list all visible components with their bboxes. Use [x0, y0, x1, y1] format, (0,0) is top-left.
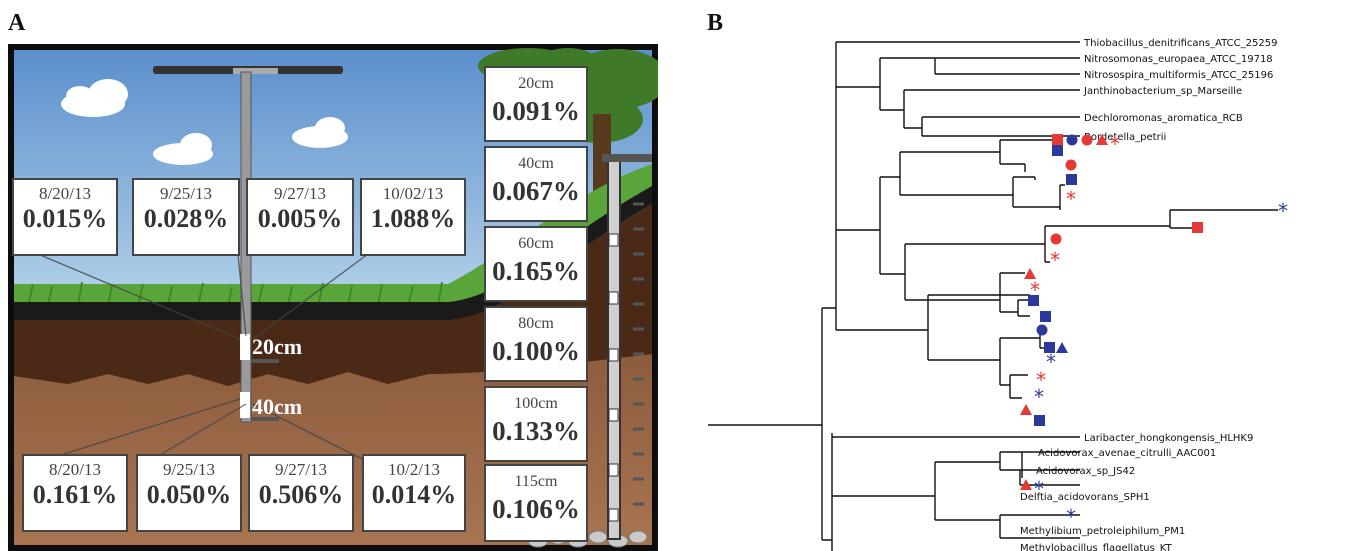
sample-date: 9/27/13: [275, 460, 327, 479]
taxon-label: Nitrosospira_multiformis_ATCC_25196: [1084, 70, 1273, 81]
depth-box: 60cm 0.165%: [484, 226, 588, 302]
sample-date: 10/2/13: [388, 460, 440, 479]
square-icon: [1066, 174, 1077, 185]
panel-a-label: A: [8, 10, 26, 36]
asterisk-icon: *: [1030, 278, 1040, 302]
taxon-label: Bordetella_petrii: [1084, 132, 1166, 143]
depth-label: 80cm: [518, 315, 554, 332]
depth-value: 0.091%: [492, 96, 580, 126]
surface-sample-box: 9/25/13 0.028%: [132, 178, 240, 256]
probe-depth-label: 20cm: [252, 334, 303, 359]
tree-branches: [708, 41, 1278, 551]
taxon-label: Janthinobacterium_sp_Marseille: [1083, 86, 1242, 97]
square-icon: [1192, 222, 1203, 233]
triangle-icon: [1020, 404, 1032, 415]
taxon-label: Nitrosomonas_europaea_ATCC_19718: [1084, 54, 1273, 65]
sample-value: 0.050%: [146, 480, 232, 509]
asterisk-icon: *: [1034, 385, 1044, 409]
sample-date: 9/27/13: [274, 184, 326, 203]
depth-value: 0.100%: [492, 336, 580, 366]
sample-date: 8/20/13: [49, 460, 101, 479]
sample-value: 0.506%: [258, 480, 344, 509]
deep-sample-box: 9/25/13 0.050%: [136, 454, 242, 532]
sample-value: 0.161%: [32, 480, 118, 509]
circle-icon: [1036, 324, 1048, 336]
asterisk-icon: *: [1050, 248, 1060, 272]
square-icon: [1040, 311, 1051, 322]
asterisk-icon: *: [1036, 368, 1046, 392]
asterisk-icon: *: [1110, 132, 1120, 156]
taxon-label: Dechloromonas_aromatica_RCB: [1084, 113, 1243, 124]
depth-label: 115cm: [514, 473, 558, 490]
depth-box: 40cm 0.067%: [484, 146, 588, 222]
triangle-icon: [1024, 268, 1036, 279]
sample-date: 8/20/13: [39, 184, 91, 203]
probe-depth-label: 40cm: [252, 394, 303, 419]
surface-sample-box: 10/02/13 1.088%: [360, 178, 466, 256]
depth-value: 0.067%: [492, 176, 580, 206]
surface-sample-box: 8/20/13 0.015%: [12, 178, 118, 256]
triangle-icon: [1096, 134, 1108, 145]
cloud: [61, 79, 348, 165]
panel-b-label: B: [707, 10, 724, 36]
depth-label: 40cm: [518, 155, 554, 172]
depth-box: 20cm 0.091%: [484, 66, 588, 142]
taxon-label: Delftia_acidovorans_SPH1: [1020, 492, 1150, 503]
taxon-label: Methylibium_petroleiphilum_PM1: [1020, 526, 1185, 537]
deep-sample-box: 10/2/13 0.014%: [362, 454, 466, 532]
depth-label: 20cm: [518, 75, 554, 92]
square-icon: [1044, 342, 1055, 353]
taxon-label: Thiobacillus_denitrificans_ATCC_25259: [1083, 38, 1277, 49]
asterisk-icon: *: [1066, 187, 1076, 211]
soil-profile-illustration: 8/20/13 0.015% 9/25/13 0.028% 9/27/13 0.…: [8, 44, 658, 551]
phylogenetic-tree: Thiobacillus_denitrificans_ATCC_25259 Ni…: [708, 38, 1288, 551]
circle-icon: [1081, 134, 1093, 146]
circle-icon: [1066, 134, 1078, 146]
sample-value: 0.028%: [143, 204, 229, 233]
sample-date: 10/02/13: [382, 184, 444, 203]
taxon-label: Methylobacillus_flagellatus_KT: [1020, 543, 1173, 551]
sample-markers: * * * * * * * * * *: [1020, 132, 1288, 529]
taxon-label: Acidovorax_sp_JS42: [1036, 466, 1135, 477]
asterisk-icon: *: [1066, 505, 1076, 529]
circle-icon: [1050, 233, 1062, 245]
square-icon: [1028, 295, 1039, 306]
depth-value: 0.133%: [492, 416, 580, 446]
circle-icon: [1065, 159, 1077, 171]
taxon-label: Laribacter_hongkongensis_HLHK9: [1084, 433, 1253, 444]
deep-sample-box: 8/20/13 0.161%: [22, 454, 128, 532]
depth-value: 0.165%: [492, 256, 580, 286]
sample-value: 1.088%: [370, 204, 456, 233]
asterisk-icon: *: [1034, 477, 1044, 501]
triangle-icon: [1056, 342, 1068, 353]
depth-label: 60cm: [518, 235, 554, 252]
asterisk-icon: *: [1278, 199, 1288, 223]
depth-label: 100cm: [514, 395, 558, 412]
taxon-label: Acidovorax_avenae_citrulli_AAC001: [1038, 448, 1216, 459]
depth-box: 80cm 0.100%: [484, 306, 588, 382]
sample-value: 0.005%: [257, 204, 343, 233]
sample-value: 0.015%: [22, 204, 108, 233]
surface-sample-box: 9/27/13 0.005%: [246, 178, 354, 256]
sample-date: 9/25/13: [160, 184, 212, 203]
sample-value: 0.014%: [371, 480, 457, 509]
depth-box: 100cm 0.133%: [484, 386, 588, 462]
deep-sample-box: 9/27/13 0.506%: [248, 454, 354, 532]
sample-date: 9/25/13: [163, 460, 215, 479]
square-icon: [1034, 415, 1045, 426]
depth-box: 115cm 0.106%: [484, 464, 588, 542]
surface-band: [14, 186, 652, 320]
square-icon: [1052, 134, 1063, 145]
depth-value: 0.106%: [492, 494, 580, 524]
square-icon: [1052, 145, 1063, 156]
asterisk-icon: *: [1046, 350, 1056, 374]
triangle-icon: [1020, 479, 1032, 490]
